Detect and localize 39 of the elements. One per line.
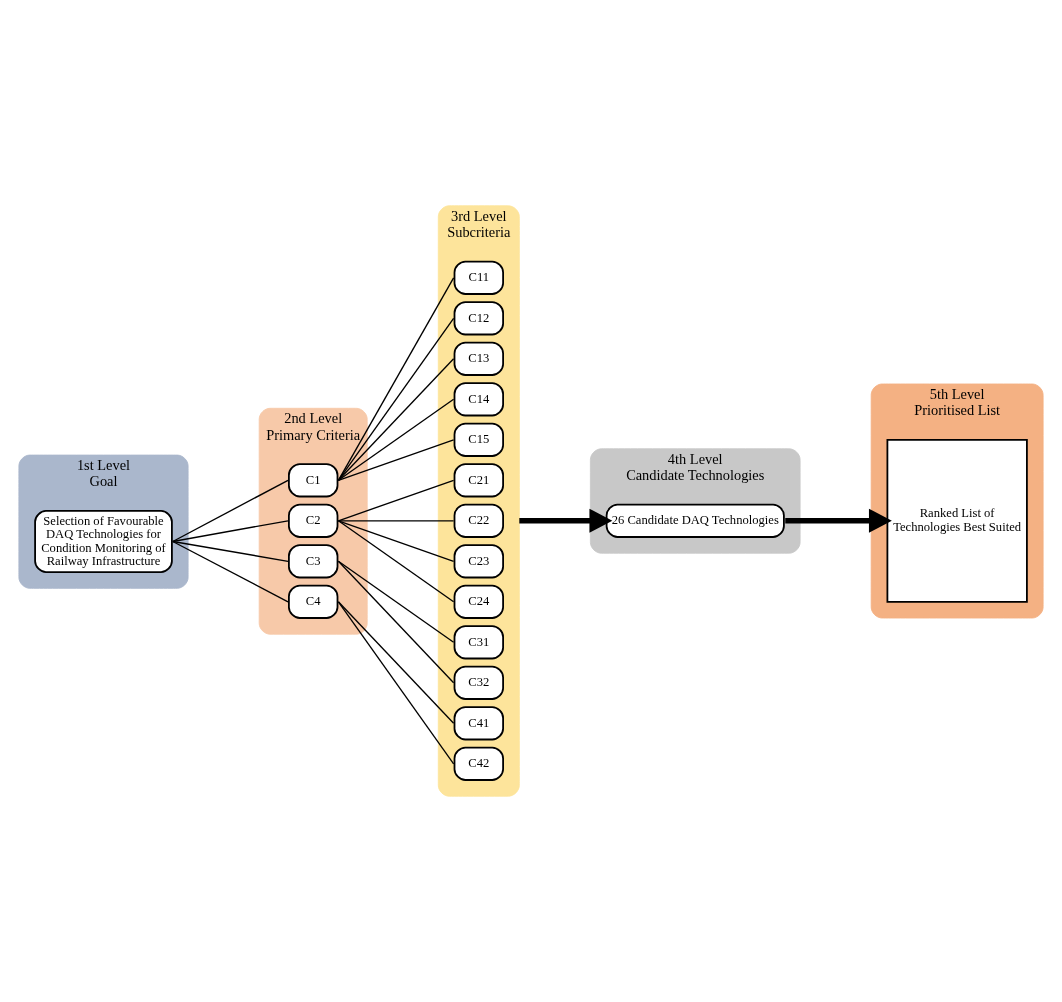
connector bbox=[172, 540, 289, 562]
connector bbox=[172, 520, 289, 543]
node-box: C11 bbox=[453, 260, 504, 295]
node-box: Ranked List of Technologies Best Suited bbox=[886, 438, 1028, 603]
node-box: C31 bbox=[453, 625, 504, 660]
connector bbox=[337, 520, 455, 562]
node-box: C32 bbox=[453, 665, 504, 700]
connector bbox=[172, 540, 289, 603]
node-box: C12 bbox=[453, 301, 504, 336]
connector bbox=[337, 398, 455, 481]
node-box: C42 bbox=[453, 746, 504, 781]
connector bbox=[337, 520, 455, 603]
arrow bbox=[519, 508, 613, 533]
node-box: C24 bbox=[453, 584, 504, 619]
connector bbox=[337, 439, 455, 481]
node-box: C4 bbox=[288, 584, 339, 619]
connector bbox=[337, 560, 455, 684]
connector bbox=[337, 277, 455, 481]
connector bbox=[337, 479, 455, 522]
connector bbox=[337, 560, 455, 643]
node-box: C41 bbox=[453, 706, 504, 741]
connector bbox=[337, 317, 455, 481]
node-box: C1 bbox=[288, 463, 339, 498]
connector bbox=[337, 520, 455, 522]
node-box: C22 bbox=[453, 503, 504, 538]
node-box: C2 bbox=[288, 503, 339, 538]
node-box: C13 bbox=[453, 341, 504, 376]
node-box: C15 bbox=[453, 422, 504, 457]
connector bbox=[337, 601, 455, 765]
node-box: C3 bbox=[288, 544, 339, 579]
node-box: 26 Candidate DAQ Technologies bbox=[605, 503, 785, 538]
node-box: C21 bbox=[453, 463, 504, 498]
connector bbox=[172, 479, 289, 543]
node-box: Selection of Favourable DAQ Technologies for Condition Monitoring of Railway Infrastructure bbox=[34, 510, 173, 573]
connector bbox=[337, 358, 455, 481]
node-box: C23 bbox=[453, 544, 504, 579]
node-box: C14 bbox=[453, 382, 504, 417]
connector bbox=[337, 601, 455, 724]
arrow bbox=[785, 508, 892, 533]
